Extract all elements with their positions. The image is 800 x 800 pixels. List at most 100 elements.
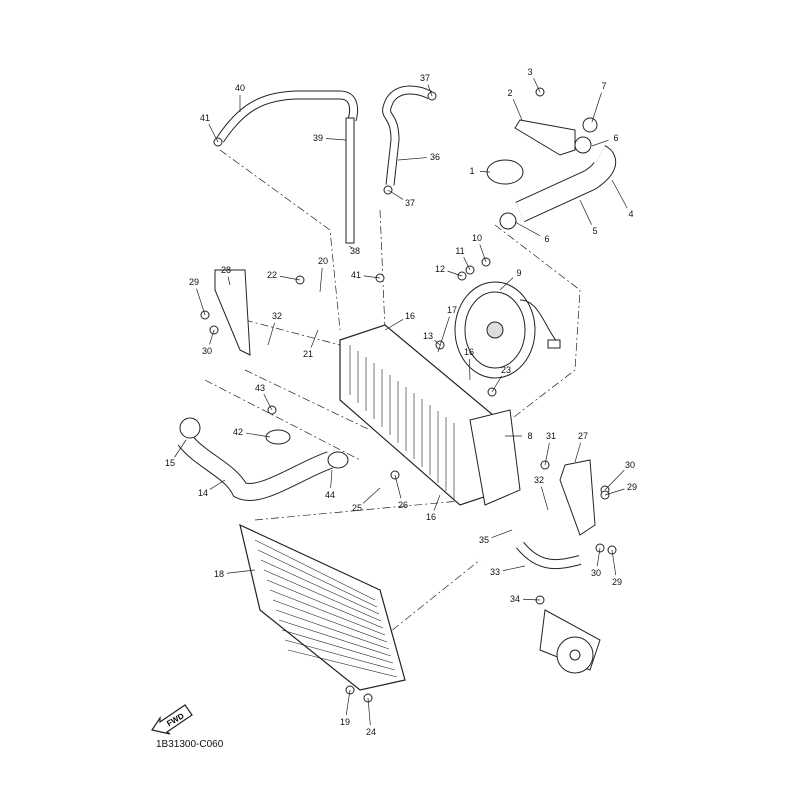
part-label-32[interactable]: 32 — [533, 475, 545, 485]
part-label-33[interactable]: 33 — [489, 567, 501, 577]
part-label-10[interactable]: 10 — [471, 233, 483, 243]
part-label-31[interactable]: 31 — [545, 431, 557, 441]
guard-slat — [260, 559, 380, 615]
part-label-38[interactable]: 38 — [349, 246, 361, 256]
part-label-35[interactable]: 35 — [478, 535, 490, 545]
part-label-29[interactable]: 29 — [188, 277, 200, 287]
guard-slat — [272, 599, 388, 643]
leader-line — [209, 479, 226, 490]
part-label-18[interactable]: 18 — [213, 569, 225, 579]
part-label-39[interactable]: 39 — [312, 133, 324, 143]
leader-line — [604, 488, 625, 496]
part-label-28[interactable]: 28 — [220, 265, 232, 275]
guard-slat — [287, 649, 398, 678]
leader-line — [279, 275, 301, 281]
leader-line — [433, 494, 441, 511]
leader-line — [362, 487, 381, 504]
part-label-32[interactable]: 32 — [271, 311, 283, 321]
part-label-34[interactable]: 34 — [509, 594, 521, 604]
leader-line — [591, 92, 602, 123]
leader-line — [463, 257, 471, 271]
part-label-4[interactable]: 4 — [628, 209, 634, 219]
part-label-21[interactable]: 21 — [302, 349, 314, 359]
leader-line — [209, 329, 215, 345]
leader-line — [367, 697, 371, 726]
leader-line — [514, 221, 541, 237]
guard-slat — [257, 549, 378, 608]
leader-line — [325, 138, 347, 141]
part-label-3[interactable]: 3 — [527, 67, 533, 77]
leader-line — [330, 469, 333, 489]
leader-line — [363, 275, 381, 279]
part-label-19[interactable]: 19 — [339, 717, 351, 727]
part-label-9[interactable]: 9 — [516, 268, 522, 278]
part-label-25[interactable]: 25 — [351, 503, 363, 513]
part-label-29[interactable]: 29 — [626, 482, 638, 492]
part-label-8[interactable]: 8 — [527, 431, 533, 441]
leader-line — [502, 565, 526, 571]
part-label-42[interactable]: 42 — [232, 427, 244, 437]
part-label-41[interactable]: 41 — [199, 113, 211, 123]
part-label-17[interactable]: 17 — [446, 305, 458, 315]
part-label-15[interactable]: 15 — [164, 458, 176, 468]
leader-line — [491, 529, 513, 538]
part-label-13[interactable]: 13 — [422, 331, 434, 341]
leader-line — [196, 288, 206, 316]
leader-line — [437, 316, 450, 353]
part-label-14[interactable]: 14 — [197, 488, 209, 498]
leader-line — [468, 358, 471, 381]
part-label-26[interactable]: 26 — [397, 500, 409, 510]
part-label-7[interactable]: 7 — [601, 81, 607, 91]
part-label-5[interactable]: 5 — [592, 226, 598, 236]
part-label-6[interactable]: 6 — [613, 133, 619, 143]
part-label-37[interactable]: 37 — [404, 198, 416, 208]
guard-slat — [278, 619, 392, 657]
part-label-24[interactable]: 24 — [365, 727, 377, 737]
part-label-12[interactable]: 12 — [434, 264, 446, 274]
part-label-6[interactable]: 6 — [544, 234, 550, 244]
leader-line — [522, 598, 541, 601]
part-label-23[interactable]: 23 — [500, 365, 512, 375]
part-label-30[interactable]: 30 — [624, 460, 636, 470]
guard-slat — [263, 569, 382, 622]
part-label-22[interactable]: 22 — [266, 270, 278, 280]
leader-line — [394, 474, 402, 499]
leader-line — [479, 171, 491, 173]
radiator-guard — [239, 523, 406, 691]
part-label-16[interactable]: 16 — [404, 311, 416, 321]
guard-slat — [284, 639, 396, 671]
radiator — [339, 324, 521, 506]
part-label-11[interactable]: 11 — [455, 246, 465, 256]
leader-line — [596, 547, 601, 567]
part-label-29[interactable]: 29 — [611, 577, 623, 587]
leader-line — [533, 78, 541, 93]
part-label-1[interactable]: 1 — [469, 166, 475, 176]
leader-line — [499, 277, 514, 291]
leader-line — [604, 469, 625, 491]
part-label-20[interactable]: 20 — [317, 256, 329, 266]
leader-line — [540, 486, 549, 511]
leader-line — [491, 375, 503, 393]
leader-line — [208, 123, 219, 143]
part-label-2[interactable]: 2 — [507, 88, 513, 98]
guard-slat — [254, 539, 376, 601]
part-label-27[interactable]: 27 — [577, 431, 589, 441]
part-label-36[interactable]: 36 — [429, 152, 441, 162]
part-label-40[interactable]: 40 — [234, 83, 246, 93]
leader-line — [384, 319, 404, 331]
leader-line — [349, 245, 353, 249]
fan-motor — [454, 281, 561, 379]
part-label-30[interactable]: 30 — [590, 568, 602, 578]
leader-line — [319, 267, 323, 293]
part-label-43[interactable]: 43 — [254, 383, 266, 393]
part-label-37[interactable]: 37 — [419, 73, 431, 83]
leader-line — [611, 549, 617, 576]
leader-line — [397, 157, 428, 161]
part-label-41[interactable]: 41 — [350, 270, 362, 280]
leader-line — [579, 199, 592, 225]
part-label-30[interactable]: 30 — [201, 346, 213, 356]
part-label-16[interactable]: 16 — [463, 347, 475, 357]
part-label-44[interactable]: 44 — [324, 490, 336, 500]
leader-line — [227, 276, 231, 286]
part-label-16[interactable]: 16 — [425, 512, 437, 522]
